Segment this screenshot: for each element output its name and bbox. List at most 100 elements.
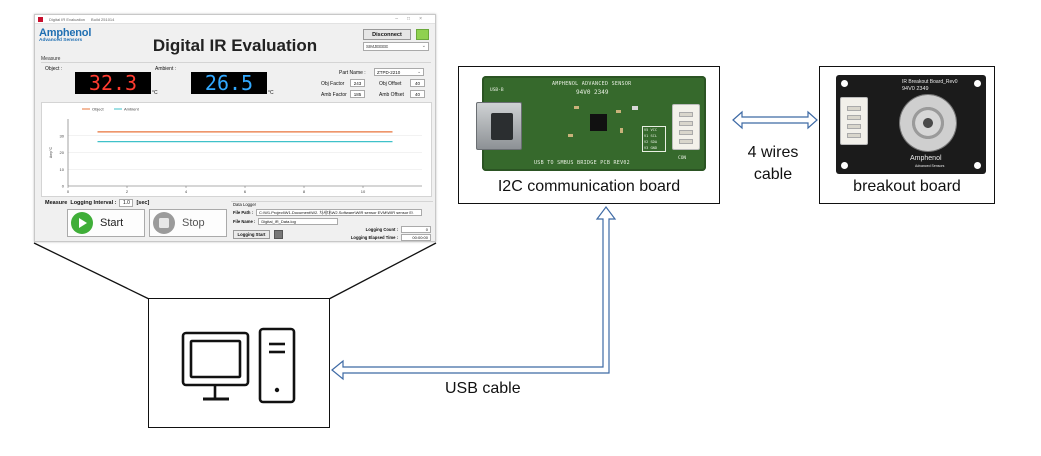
i2c-board-caption: I2C communication board xyxy=(497,178,681,195)
ambient-temperature-display: 26.5 xyxy=(191,72,267,94)
connector-pin xyxy=(679,121,693,126)
file-path-label: File Path : xyxy=(233,210,254,215)
amphenol-logo: Amphenol Advanced Sensors xyxy=(39,27,91,43)
legend-label-object: Object xyxy=(92,107,104,112)
connector-pin xyxy=(847,106,861,111)
breakout-board-caption: breakout board xyxy=(853,178,961,195)
amb-factor-label: Amb Factor xyxy=(321,92,347,98)
jst-connector xyxy=(840,97,868,145)
evaluation-software-window: Digital IR Evaluation Build 251014 –□× A… xyxy=(34,14,436,242)
start-button[interactable]: Start xyxy=(67,209,145,237)
window-controls[interactable]: –□× xyxy=(395,16,431,22)
obj-offset-label: Obj Offset xyxy=(379,81,402,87)
part-name-label: Part Name : xyxy=(339,70,366,76)
connector-pin xyxy=(679,130,693,135)
x-tick-label: 2 xyxy=(126,189,129,194)
usb-cable-label: USB cable xyxy=(445,380,521,397)
brand-subtitle: Advanced Sensors xyxy=(39,38,83,43)
obj-offset-input[interactable]: 40 xyxy=(410,79,425,87)
amb-offset-input[interactable]: 40 xyxy=(410,90,425,98)
logging-interval-label: Logging Interval : xyxy=(70,200,117,206)
logging-count-row: Logging Count : 0 xyxy=(366,226,431,233)
object-unit: °C xyxy=(152,90,158,96)
ambient-unit: °C xyxy=(268,90,274,96)
obj-factor-label: Obj Factor xyxy=(321,81,345,87)
smd-part xyxy=(620,128,623,133)
computer-box xyxy=(148,298,330,428)
logging-start-button[interactable]: Logging Start xyxy=(233,230,270,239)
x-tick-label: 0 xyxy=(67,189,70,194)
zoom-line-left xyxy=(33,242,150,300)
logging-count-value: 0 xyxy=(401,226,431,233)
breakout-brand: Amphenol xyxy=(910,155,942,162)
port-select[interactable]: SIMJEEEE ⌄ xyxy=(363,42,429,51)
x-tick-label: 4 xyxy=(185,189,188,194)
pcb-silk-top: AMPHENOL ADVANCED SENSOR xyxy=(552,81,632,87)
connector-pin xyxy=(847,124,861,129)
connection-status-led xyxy=(416,29,429,40)
usb-b-connector xyxy=(476,102,522,150)
pcb-silk-usb: USB-B xyxy=(490,88,504,93)
file-name-input[interactable]: Digital_IR_Data.log xyxy=(258,218,339,225)
file-path-input[interactable]: C:\W1.Project\W1.Document\W2. 차세대\W2.Sof… xyxy=(256,209,423,216)
amb-factor-input[interactable]: 185 xyxy=(350,90,365,98)
y-tick-label: 10 xyxy=(60,167,65,172)
play-icon xyxy=(71,212,93,234)
four-wires-label-line2: cable xyxy=(753,166,793,183)
logging-status-led xyxy=(274,230,283,239)
mounting-hole xyxy=(974,80,981,87)
y-axis-label: Amp°C xyxy=(49,146,53,158)
chevron-down-icon: ⌄ xyxy=(421,43,426,49)
four-wires-label: 4 wires cable xyxy=(730,142,816,186)
connector-pin xyxy=(679,112,693,117)
stop-button[interactable]: Stop xyxy=(149,209,227,237)
breakout-silk-title: IR Breakout Board_Rev0 xyxy=(902,79,958,85)
pin-label-block: V5 VCC V1 SCL V2 SDA V3 GND xyxy=(642,126,666,152)
measure-frame xyxy=(41,62,431,102)
port-value: SIMJEEEE xyxy=(366,44,389,49)
logging-elapsed-value: 00:00:00 xyxy=(401,234,431,241)
brand-name: Amphenol xyxy=(39,27,92,39)
ir-sensor xyxy=(900,95,956,151)
zoom-line-right xyxy=(328,242,437,300)
ambient-label: Ambient : xyxy=(155,66,177,72)
mounting-hole xyxy=(841,80,848,87)
pin-label: V5 VCC xyxy=(644,128,657,132)
data-logger-group: Data Logger File Path : C:\W1.Project\W1… xyxy=(231,201,433,241)
object-temperature-display: 32.3 xyxy=(75,72,151,94)
part-name-select[interactable]: ZTPD-2210 ⌄ xyxy=(374,68,424,76)
breakout-brand-sub: Advanced Sensors xyxy=(915,164,945,168)
logging-interval-row: Measure Logging Interval : 1.0 [sec] xyxy=(45,199,149,207)
breakout-board-photo: IR Breakout Board_Rev0 94V0 2349 Ampheno… xyxy=(836,75,986,174)
y-tick-label: 30 xyxy=(60,133,65,138)
four-wire-double-arrow xyxy=(732,110,818,130)
chevron-down-icon: ⌄ xyxy=(417,69,421,74)
window-titlebar: Digital IR Evaluation Build 251014 –□× xyxy=(35,15,435,24)
logging-interval-input[interactable]: 1.0 xyxy=(119,199,134,207)
smd-part xyxy=(632,106,638,110)
pin-label: V2 SDA xyxy=(644,140,657,144)
smd-part xyxy=(574,106,579,109)
disconnect-button[interactable]: Disconnect xyxy=(363,29,411,40)
breakout-silk-code: 94V0 2349 xyxy=(902,86,929,92)
i2c-board-photo: USB-B AMPHENOL ADVANCED SENSOR 94V0 2349… xyxy=(476,76,706,171)
logging-elapsed-row: Logging Elapsed Time : 00:00:00 xyxy=(351,234,431,241)
jst-connector xyxy=(672,104,700,150)
four-wires-label-line1: 4 wires xyxy=(747,144,799,161)
pin-label: V1 SCL xyxy=(644,134,657,138)
tab-measure[interactable]: Measure xyxy=(41,56,61,62)
file-name-row: File Name : Digital_IR_Data.log xyxy=(233,218,339,225)
app-title: Digital IR Evaluation xyxy=(152,36,318,55)
connector-pin xyxy=(847,133,861,138)
app-icon xyxy=(38,16,43,22)
measure-label: Measure xyxy=(45,200,68,206)
y-tick-label: 0 xyxy=(62,184,65,189)
logging-elapsed-label: Logging Elapsed Time : xyxy=(350,235,398,240)
pcb-silk-bottom: USB TO SMBUS BRIDGE PCB REV02 xyxy=(534,160,630,166)
connector-pin xyxy=(847,115,861,120)
stop-button-label: Stop xyxy=(182,217,205,229)
obj-factor-input[interactable]: 243 xyxy=(350,79,365,87)
pcb-silk-code: 94V0 2349 xyxy=(576,89,609,96)
data-logger-title: Data Logger xyxy=(233,202,257,207)
